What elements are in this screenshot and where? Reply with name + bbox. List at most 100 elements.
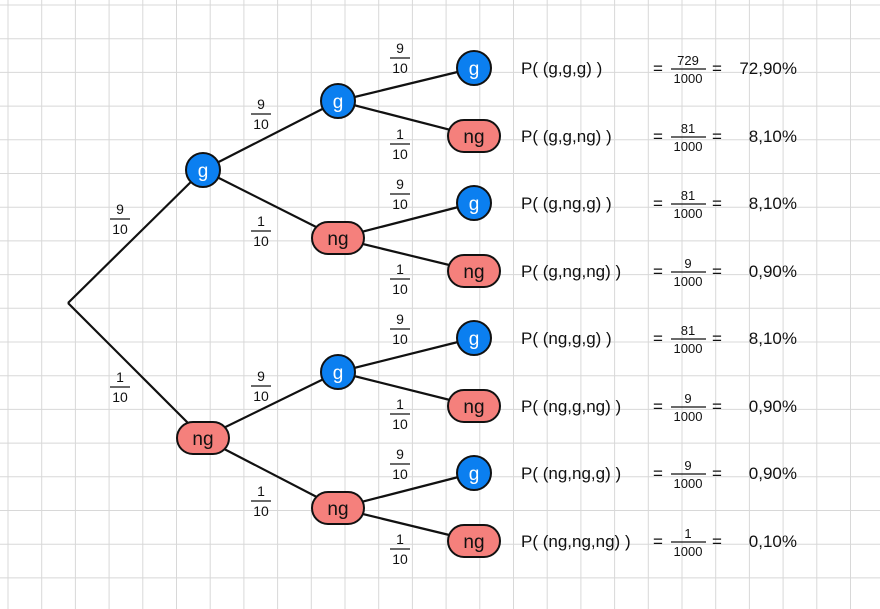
node-circle <box>320 83 356 119</box>
result-numerator: 729 <box>677 53 699 68</box>
node-pill <box>447 389 501 423</box>
edge-probability: 910 <box>251 368 271 404</box>
node-pill <box>311 221 365 255</box>
node-label: ng <box>463 532 484 553</box>
result-denominator: 1000 <box>674 476 703 491</box>
edge-probability-denominator: 10 <box>392 196 408 212</box>
edge-probability-denominator: 10 <box>392 551 408 567</box>
node-label: g <box>469 59 480 80</box>
node-pill <box>176 421 230 455</box>
equals-sign: = <box>653 397 663 416</box>
result-percent: 8,10% <box>749 329 797 348</box>
equals-sign: = <box>712 59 722 78</box>
edge-probability-denominator: 10 <box>253 388 269 404</box>
edge-probability-denominator: 10 <box>392 146 408 162</box>
edge-probability-denominator: 10 <box>392 416 408 432</box>
edge-probability: 110 <box>251 483 271 519</box>
node-label: g <box>198 161 209 182</box>
edge-probability: 910 <box>390 446 410 482</box>
result-percent: 0,90% <box>749 262 797 281</box>
edge-probability-numerator: 9 <box>396 40 404 56</box>
edge-probability-denominator: 10 <box>392 466 408 482</box>
result-numerator: 9 <box>684 391 691 406</box>
equals-sign: = <box>712 464 722 483</box>
edge-probability-numerator: 9 <box>257 96 265 112</box>
equals-sign: = <box>712 329 722 348</box>
edge-probability-numerator: 9 <box>396 176 404 192</box>
edge-probability: 110 <box>390 261 410 297</box>
node-label: ng <box>192 429 213 450</box>
node-circle <box>320 354 356 390</box>
edge-probability-denominator: 10 <box>253 503 269 519</box>
result-denominator: 1000 <box>674 139 703 154</box>
node-leaf-g: g <box>456 50 492 86</box>
result-numerator: 1 <box>684 526 691 541</box>
edge-probability: 910 <box>390 40 410 76</box>
edge-probability: 910 <box>390 311 410 347</box>
node-label: g <box>333 363 344 384</box>
result-numerator: 9 <box>684 458 691 473</box>
node-pill <box>447 524 501 558</box>
branch-line <box>202 100 339 171</box>
branch-line <box>67 302 204 439</box>
equals-sign: = <box>653 262 663 281</box>
result-denominator: 1000 <box>674 544 703 559</box>
result-percent: 8,10% <box>749 194 797 213</box>
edge-probability-denominator: 10 <box>392 281 408 297</box>
edge-probability-denominator: 10 <box>392 331 408 347</box>
node-level2-ng: ng <box>311 491 365 525</box>
node-label: ng <box>463 397 484 418</box>
edge-probability: 910 <box>110 201 130 237</box>
node-label: ng <box>463 127 484 148</box>
equals-sign: = <box>712 127 722 146</box>
node-leaf-ng: ng <box>447 254 501 288</box>
edge-probability-denominator: 10 <box>253 233 269 249</box>
node-pill <box>447 119 501 153</box>
equals-sign: = <box>653 329 663 348</box>
node-pill <box>447 254 501 288</box>
result-percent: 8,10% <box>749 127 797 146</box>
edge-probability-numerator: 1 <box>396 396 404 412</box>
event-probability-label: P( (ng,g,g) ) <box>521 329 612 348</box>
edge-probability-numerator: 9 <box>396 311 404 327</box>
branch-line <box>337 66 475 103</box>
node-level2-ng: ng <box>311 221 365 255</box>
node-circle <box>456 320 492 356</box>
event-probability-label: P( (ng,ng,ng) ) <box>521 532 631 551</box>
result-percent: 0,10% <box>749 532 797 551</box>
node-label: g <box>333 92 344 113</box>
node-circle <box>456 50 492 86</box>
node-leaf-g: g <box>456 185 492 221</box>
node-circle <box>456 455 492 491</box>
equals-sign: = <box>653 59 663 78</box>
event-probability-label: P( (g,ng,g) ) <box>521 194 612 213</box>
result-percent: 0,90% <box>749 397 797 416</box>
equals-sign: = <box>653 532 663 551</box>
edge-probability-denominator: 10 <box>112 221 128 237</box>
result-denominator: 1000 <box>674 206 703 221</box>
node-label: ng <box>463 262 484 283</box>
equals-sign: = <box>653 127 663 146</box>
edge-probability-denominator: 10 <box>392 60 408 76</box>
result-percent: 72,90% <box>739 59 797 78</box>
equals-sign: = <box>653 194 663 213</box>
node-level1-ng: ng <box>176 421 230 455</box>
node-level1-g: g <box>185 152 221 188</box>
result-numerator: 81 <box>681 323 695 338</box>
branch-line <box>337 336 475 374</box>
edge-probability: 110 <box>251 213 271 249</box>
result-numerator: 81 <box>681 121 695 136</box>
edge-probability: 910 <box>390 176 410 212</box>
branch-line <box>202 437 339 509</box>
edge-probability: 110 <box>110 369 130 405</box>
equals-sign: = <box>653 464 663 483</box>
